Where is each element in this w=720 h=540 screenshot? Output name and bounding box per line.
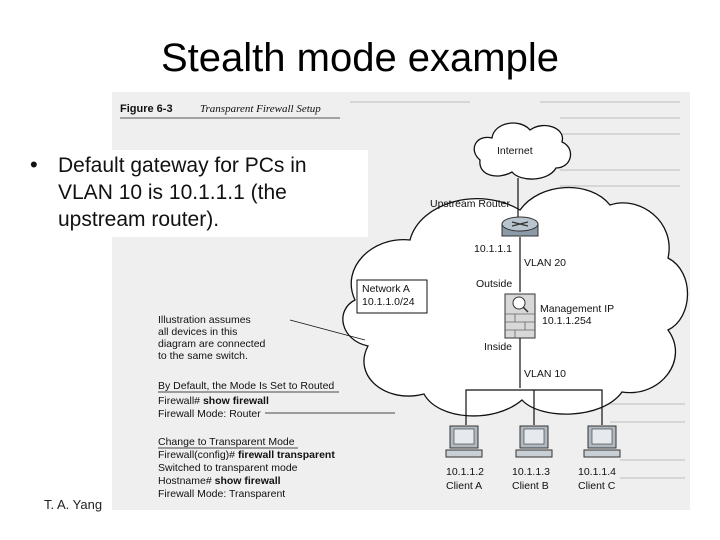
- network-a-box: [356, 279, 428, 314]
- change-mode-command-2: Hostname# show firewall: [158, 475, 281, 487]
- client-a-name: Client A: [446, 480, 482, 492]
- router-ip-label: 10.1.1.1: [474, 243, 512, 255]
- vlan10-label: VLAN 10: [524, 368, 566, 380]
- client-b-name: Client B: [512, 480, 549, 492]
- bullet-list: • Default gateway for PCs in VLAN 10 is …: [26, 150, 368, 237]
- note-line-3: diagram are connected: [158, 338, 266, 350]
- scan-background-text: [350, 101, 685, 479]
- slide-title: Stealth mode example: [160, 36, 559, 80]
- internet-cloud: [473, 122, 572, 180]
- change-mode-result-2: Firewall Mode: Transparent: [158, 488, 285, 500]
- vlan20-label: VLAN 20: [524, 257, 566, 269]
- note-line-4: to the same switch.: [158, 350, 248, 362]
- management-ip-label: Management IP: [540, 303, 614, 315]
- client-c-ip: 10.1.1.4: [578, 466, 616, 478]
- client-b-ip: 10.1.1.3: [512, 466, 550, 478]
- default-mode-heading: By Default, the Mode Is Set to Routed: [158, 380, 334, 392]
- firewall-icon: [504, 293, 536, 339]
- footer-author: T. A. Yang: [44, 497, 103, 512]
- router-icon: [501, 216, 539, 237]
- note-line-2: all devices in this: [158, 326, 237, 338]
- internet-label: Internet: [497, 145, 533, 157]
- outside-label: Outside: [476, 278, 512, 290]
- client-c-pc-icon: [583, 425, 621, 458]
- default-mode-command: Firewall# show firewall: [158, 395, 269, 407]
- change-mode-heading: Change to Transparent Mode: [158, 436, 295, 448]
- figure-number: Figure 6-3: [120, 103, 173, 115]
- note-line-1: Illustration assumes: [158, 314, 251, 326]
- management-ip-value: 10.1.1.254: [542, 315, 592, 327]
- network-a-subnet: 10.1.1.0/24: [362, 296, 415, 308]
- default-mode-result: Firewall Mode: Router: [158, 408, 261, 420]
- client-c-name: Client C: [578, 480, 616, 492]
- change-mode-command-1: Firewall(config)# firewall transparent: [158, 449, 335, 461]
- bullet-marker: •: [30, 152, 38, 177]
- network-a-name: Network A: [362, 283, 410, 295]
- upstream-router-label: Upstream Router: [430, 198, 510, 210]
- inside-label: Inside: [484, 341, 512, 353]
- figure-caption: Transparent Firewall Setup: [200, 103, 321, 115]
- bullet-text: Default gateway for PCs in VLAN 10 is 10…: [58, 154, 307, 231]
- vlan10-bus: [465, 389, 603, 425]
- client-a-pc-icon: [445, 425, 483, 458]
- change-mode-result-1: Switched to transparent mode: [158, 462, 298, 474]
- note-leader: [289, 319, 366, 341]
- client-a-ip: 10.1.1.2: [446, 466, 484, 478]
- client-b-pc-icon: [515, 425, 553, 458]
